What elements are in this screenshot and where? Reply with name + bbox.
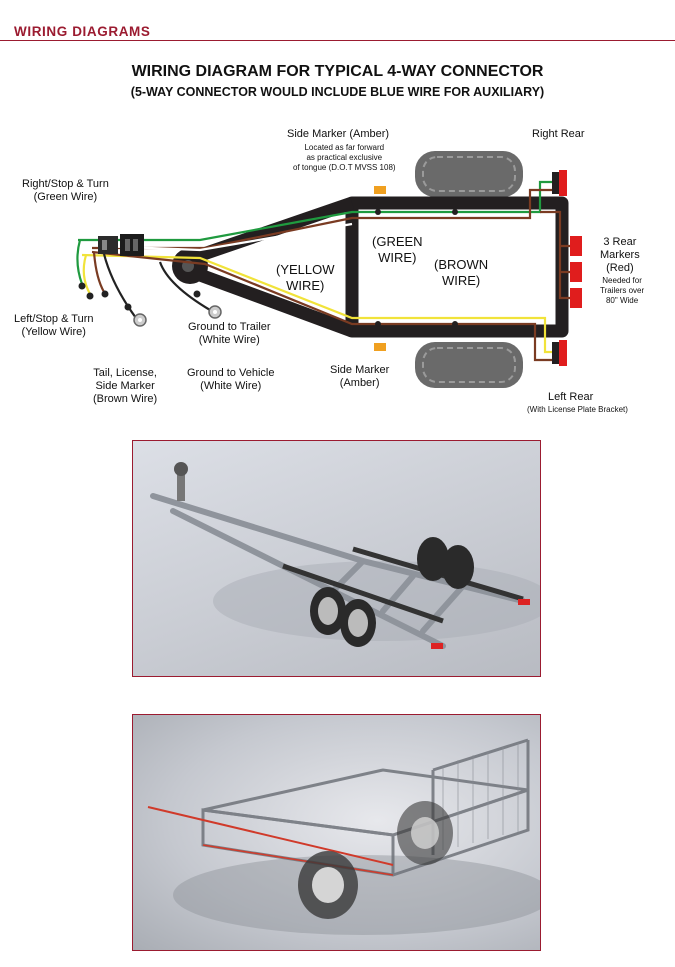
- connector-plug: [98, 234, 144, 256]
- label-side-marker-top: Side Marker (Amber): [287, 128, 390, 140]
- label-left-stop-turn: Left/Stop & Turn(Yellow Wire): [14, 313, 94, 338]
- utility-trailer-image: [132, 714, 541, 951]
- wiring-diagram: [76, 151, 582, 388]
- ground-terminal-trailer: [208, 305, 222, 319]
- label-right-stop-turn: Right/Stop & Turn(Green Wire): [22, 178, 109, 203]
- wire-harness: [76, 180, 572, 362]
- brown-wire-lower: [91, 250, 552, 362]
- label-tail-license: Tail, License,Side Marker(Brown Wire): [93, 367, 158, 405]
- label-ground-vehicle: Ground to Vehicle(White Wire): [187, 367, 275, 392]
- label-left-rear-note: (With License Plate Bracket): [527, 405, 628, 414]
- brown-wire-markers: [540, 210, 572, 300]
- green-wire: [78, 180, 552, 242]
- rear-marker-lights: [570, 236, 582, 308]
- yellow-wire: [81, 253, 552, 354]
- label-right-rear: Right Rear: [532, 128, 585, 140]
- tire-left: [415, 342, 523, 388]
- label-left-rear: Left Rear: [548, 391, 594, 403]
- right-rear-light: [552, 170, 567, 196]
- ground-terminal-vehicle: [133, 313, 147, 327]
- header-rule: [0, 40, 675, 41]
- tire-right: [415, 151, 523, 197]
- diagram-subtitle: (5-WAY CONNECTOR WOULD INCLUDE BLUE WIRE…: [130, 85, 545, 99]
- label-side-marker-bottom: Side Marker(Amber): [330, 364, 390, 389]
- diagram-title: WIRING DIAGRAM FOR TYPICAL 4-WAY CONNECT…: [131, 63, 544, 80]
- boat-trailer-image: [132, 440, 541, 677]
- brown-wire-upper: [92, 188, 552, 250]
- amber-side-marker-bottom: [374, 343, 386, 351]
- section-header: WIRING DIAGRAMS: [14, 24, 151, 39]
- label-ground-trailer: Ground to Trailer(White Wire): [188, 321, 271, 346]
- amber-side-marker-top: [374, 186, 386, 194]
- left-rear-light: [552, 340, 567, 366]
- trailer-frame: [189, 196, 569, 338]
